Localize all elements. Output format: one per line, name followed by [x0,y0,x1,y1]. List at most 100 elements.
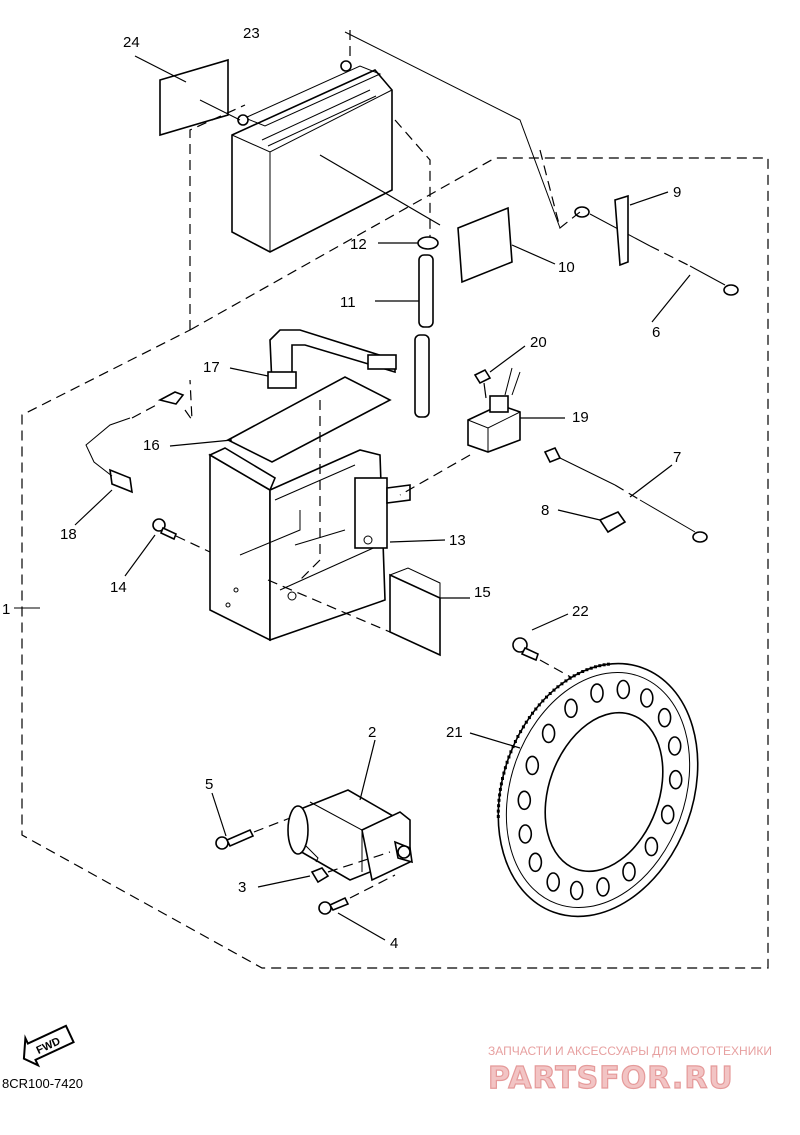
battery-lead-18 [74,379,193,526]
starter-lead-6 [344,31,739,323]
nut [257,851,391,888]
gear-tooth [496,809,500,813]
callout-24: 24 [123,34,140,51]
callout-5: 5 [205,776,213,793]
gear-tooth [503,766,507,770]
callout-18: 18 [60,526,77,543]
gear-tooth [519,730,523,734]
starter-bolt-4 [318,874,396,941]
gear-tooth [594,665,597,669]
gear-hole [546,872,561,892]
watermark: ЗАПЧАСТИ И АКСЕССУАРЫ ДЛЯ МОТОТЕХНИКИ PA… [487,1044,772,1097]
gear-hole [528,852,543,873]
gear-tooth [502,771,506,775]
starter-relay [399,367,565,496]
battery [231,30,393,253]
gear-tooth [499,782,503,786]
gear-hole [590,683,604,703]
gear-tooth [602,663,606,667]
gear-tooth [521,725,525,729]
gear-tooth [560,682,564,686]
callout-16: 16 [143,437,160,454]
callout-11: 11 [340,294,356,311]
callout-22: 22 [572,603,589,620]
gear-hole [541,723,556,744]
gear-hole [525,755,540,776]
starter-bolt-5 [211,792,291,850]
gear-tooth [589,666,593,670]
callout-1: 1 [2,601,10,618]
gear-tooth [598,664,602,668]
gear-hole [660,804,675,825]
callout-8: 8 [541,502,549,519]
gear-tooth [511,745,515,749]
gear-tooth [498,787,502,791]
gear-hole [564,698,578,719]
callout-13: 13 [449,532,466,549]
callout-17: 17 [203,359,220,376]
watermark-tagline: ЗАПЧАСТИ И АКСЕССУАРЫ ДЛЯ МОТОТЕХНИКИ [488,1044,772,1058]
callout-19: 19 [572,409,589,426]
wire-clip-8 [557,509,627,534]
gear-tooth [576,672,580,676]
relay-screw [473,345,526,399]
gear-hole [644,836,659,857]
hose-clamp [378,236,439,250]
fwd-badge: FWD [22,1024,75,1068]
callout-14: 14 [110,579,127,596]
callout-9: 9 [673,184,681,201]
gear-hole [639,688,654,708]
wire-clip-9 [614,191,669,267]
gear-tooth [537,703,541,707]
starter-lead-7 [543,446,708,543]
callout-7: 7 [673,449,681,466]
gear-tooth [531,711,534,715]
gear-tooth [509,750,513,754]
gear-tooth [513,740,517,743]
gear-hole [616,679,631,700]
gear-hole [569,880,584,901]
gear-hole [657,707,672,728]
callout-15: 15 [474,584,491,601]
gear-tooth [556,685,560,689]
mounting-bolt [124,518,211,577]
gear-hole [667,736,682,756]
gear-hole [518,824,533,844]
watermark-brand: PARTSFOR.RU [488,1061,734,1096]
gear-tooth [516,735,520,738]
gear-tooth [568,676,572,680]
callout-21: 21 [446,724,463,741]
gear-tooth [497,798,501,802]
gear-hole [596,877,610,897]
breather-hose [375,119,434,418]
gear-tooth [501,777,504,780]
gear-tooth [564,679,568,683]
gear-tooth [507,755,511,759]
gear-hole [622,861,636,882]
gear-tooth [572,674,576,678]
gear-tooth [585,668,589,672]
starter-motor [287,739,413,882]
gear-tooth [534,707,538,711]
gear-hole [517,790,532,811]
callout-3: 3 [238,879,246,896]
gear-tooth [606,662,610,666]
assembly-boundary [14,157,769,969]
diagram-code: 8CR100-7420 [2,1076,83,1091]
callout-4: 4 [390,935,398,952]
battery-pad [169,376,392,463]
battery-label-sheet [134,55,241,137]
gear-tooth [505,760,509,764]
callout-10: 10 [558,259,575,276]
gear-tooth [548,692,552,695]
gear-tooth [498,793,502,797]
gear-tooth [581,670,585,673]
gear-tooth [541,699,545,703]
gear-tooth [527,716,531,720]
callout-labels: 1 2 3 4 5 6 7 8 9 10 11 12 13 14 15 16 1… [2,25,681,952]
damper-seal [267,567,470,657]
gear-tooth [496,815,500,818]
callout-20: 20 [530,334,547,351]
gear-tooth [545,695,548,699]
